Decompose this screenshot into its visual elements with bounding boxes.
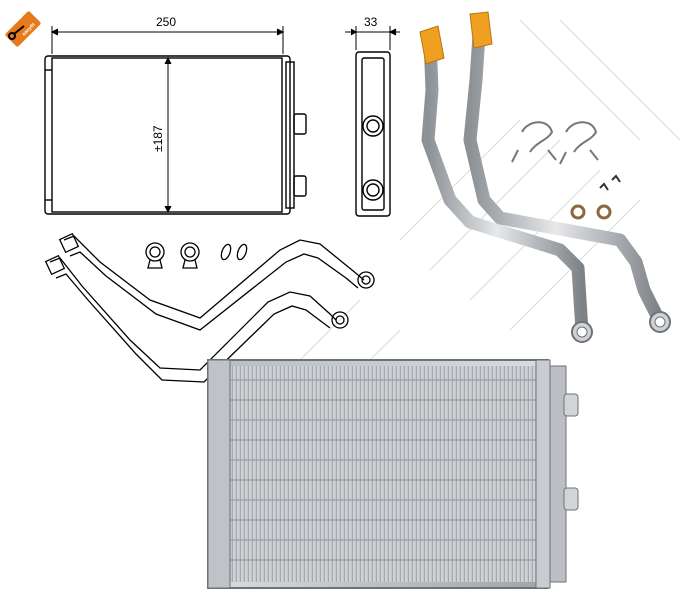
clips-photo xyxy=(511,121,621,220)
width-dimension xyxy=(50,26,285,54)
side-view-drawing xyxy=(355,51,391,217)
pipes-photo xyxy=(419,11,671,343)
depth-dimension xyxy=(345,26,400,50)
brand-badge: easyfit xyxy=(5,11,41,47)
clips-drawing xyxy=(145,242,248,269)
wrench-icon xyxy=(8,25,25,40)
front-view-drawing xyxy=(44,55,307,215)
pipes-drawing xyxy=(44,232,375,383)
heater-core-photo xyxy=(207,359,579,589)
height-dimension xyxy=(164,56,172,214)
depth-label: 33 xyxy=(364,15,378,29)
height-label: ±187 xyxy=(151,125,165,152)
badge-background xyxy=(5,11,41,47)
width-label: 250 xyxy=(156,15,176,29)
